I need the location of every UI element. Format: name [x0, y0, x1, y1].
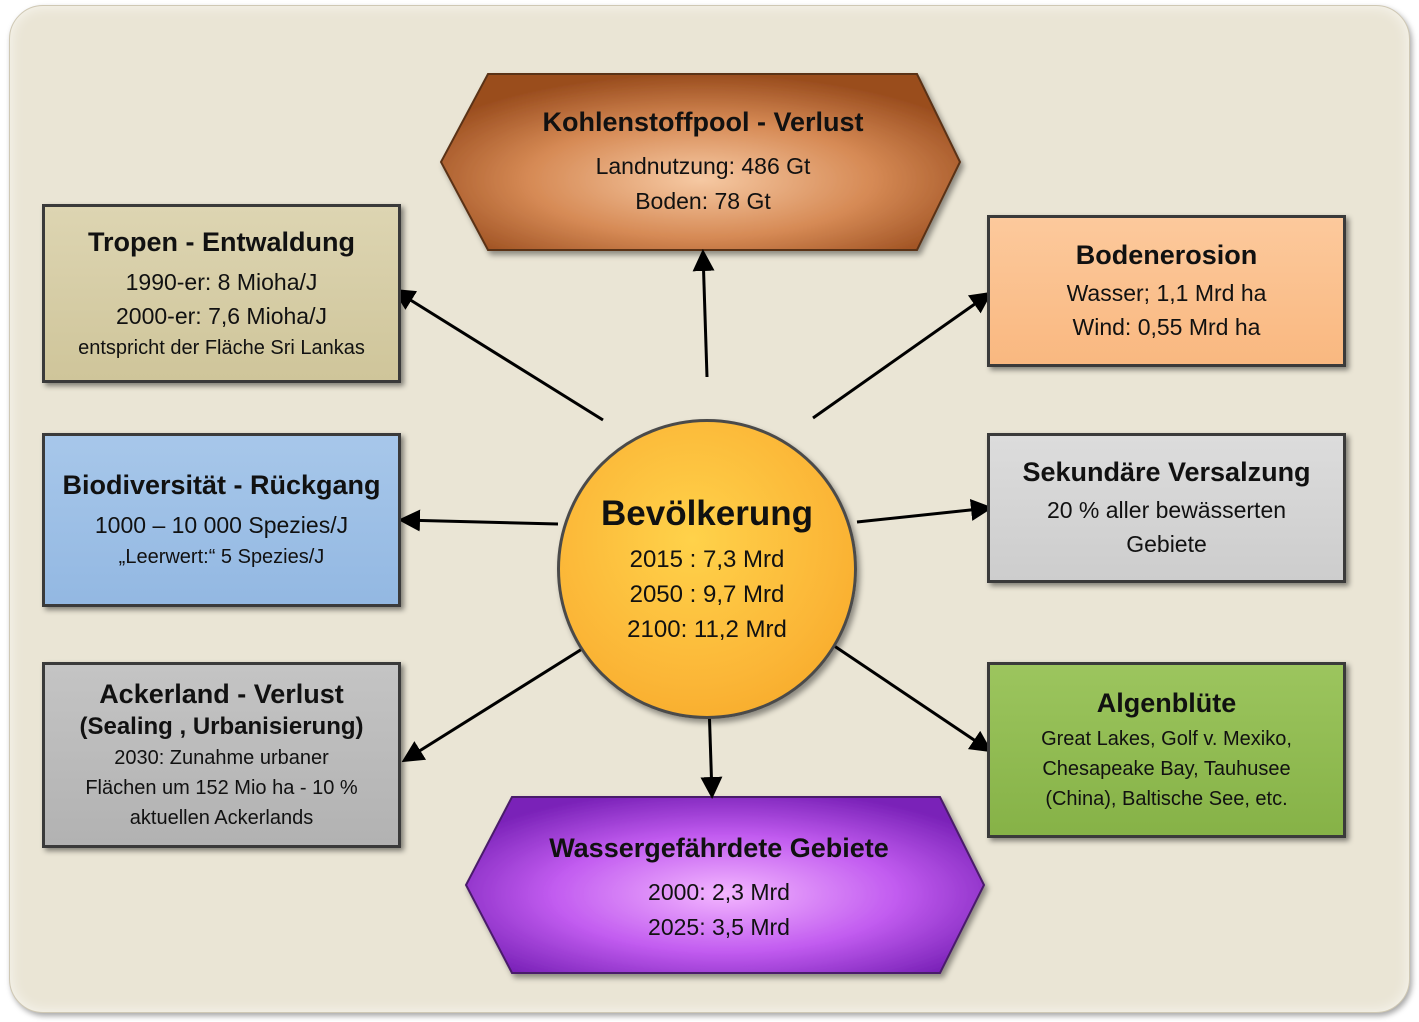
erosion-box: Bodenerosion Wasser; 1,1 Mrd ha Wind: 0,… — [987, 215, 1346, 367]
algen-title: Algenblüte — [1096, 688, 1237, 718]
population-line-2050: 2050 : 9,7 Mrd — [629, 580, 785, 608]
population-title: Bevölkerung — [601, 493, 813, 533]
population-center-node: Bevölkerung 2015 : 7,3 Mrd 2050 : 9,7 Mr… — [557, 419, 857, 719]
tropen-note: entspricht der Fläche Sri Lankas — [78, 336, 365, 359]
water-risk-line-1: 2000: 2,3 Mrd — [648, 879, 790, 905]
versalzung-line-2: Gebiete — [1126, 531, 1207, 557]
arrow-to-tropen — [392, 288, 604, 422]
carbon-pool-line-2: Boden: 78 Gt — [635, 188, 771, 214]
algen-line-2: Chesapeake Bay, Tauhusee — [1042, 758, 1291, 780]
arrow-to-erosion — [812, 291, 993, 420]
erosion-line-2: Wind: 0,55 Mrd ha — [1072, 314, 1261, 340]
arrow-to-versalzung — [856, 498, 993, 524]
water-risk-hexagon — [464, 796, 986, 974]
biodiv-title: Biodiversität - Rückgang — [62, 470, 381, 500]
acker-box: Ackerland - Verlust (Sealing , Urbanisie… — [42, 662, 401, 848]
tropen-line-1: 1990-er: 8 Mioha/J — [125, 268, 318, 295]
acker-line-2: Flächen um 152 Mio ha - 10 % — [85, 777, 358, 799]
algen-line-1: Great Lakes, Golf v. Mexiko, — [1041, 728, 1292, 750]
versalzung-line-1: 20 % aller bewässerten — [1046, 497, 1287, 523]
acker-line-1: 2030: Zunahme urbaner — [114, 747, 329, 769]
tropen-line-2: 2000-er: 7,6 Mioha/J — [116, 302, 327, 329]
biodiv-line: 1000 – 10 000 Spezies/J — [94, 512, 349, 538]
carbon-pool-hexagon — [439, 73, 962, 251]
erosion-line-1: Wasser; 1,1 Mrd ha — [1066, 280, 1267, 306]
tropen-box: Tropen - Entwaldung 1990-er: 8 Mioha/J 2… — [42, 204, 401, 383]
water-risk-title: Wassergefährdete Gebiete — [549, 833, 889, 863]
arrow-to-acker — [401, 632, 607, 763]
erosion-title: Bodenerosion — [1075, 240, 1258, 270]
acker-line-3: aktuellen Ackerlands — [129, 807, 314, 829]
biodiv-note: „Leerwert:“ 5 Spezies/J — [118, 546, 325, 568]
versalzung-title: Sekundäre Versalzung — [1022, 457, 1311, 487]
tropen-title: Tropen - Entwaldung — [88, 226, 355, 257]
biodiv-box: Biodiversität - Rückgang 1000 – 10 000 S… — [42, 433, 401, 607]
carbon-pool-title: Kohlenstoffpool - Verlust — [542, 107, 864, 137]
population-line-2015: 2015 : 7,3 Mrd — [629, 545, 785, 573]
acker-title: Ackerland - Verlust — [99, 679, 344, 709]
water-risk-line-2: 2025: 3,5 Mrd — [648, 914, 790, 940]
algen-line-3: (China), Baltische See, etc. — [1045, 788, 1288, 810]
arrow-to-carbon-pool — [692, 249, 715, 378]
versalzung-box: Sekundäre Versalzung 20 % aller bewässer… — [987, 433, 1346, 583]
arrow-to-biodiv — [398, 509, 559, 532]
arrow-to-algen — [811, 629, 993, 753]
water-risk-node: Wassergefährdete Gebiete 2000: 2,3 Mrd 2… — [486, 818, 952, 958]
carbon-pool-node: Kohlenstoffpool - Verlust Landnutzung: 4… — [470, 88, 936, 236]
algen-box: Algenblüte Great Lakes, Golf v. Mexiko, … — [987, 662, 1346, 838]
population-line-2100: 2100: 11,2 Mrd — [627, 615, 787, 643]
acker-subtitle: (Sealing , Urbanisierung) — [79, 713, 364, 740]
carbon-pool-line-1: Landnutzung: 486 Gt — [595, 153, 811, 179]
